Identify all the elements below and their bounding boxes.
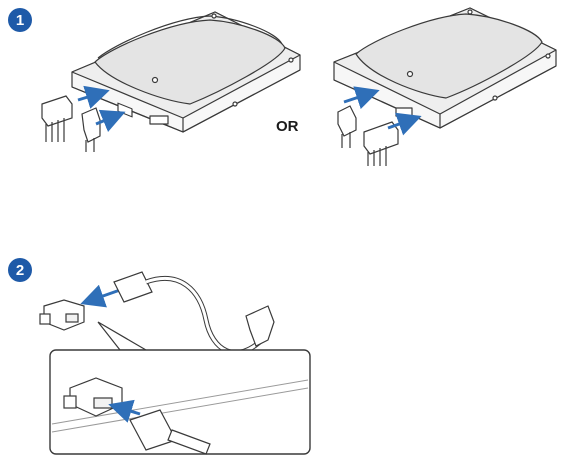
insert-arrow-icon xyxy=(343,86,380,110)
sata-data-connector-icon xyxy=(81,107,101,152)
sata-cable-icon xyxy=(113,271,275,355)
insert-arrow-icon xyxy=(77,85,110,109)
insert-arrow-icon xyxy=(387,112,422,136)
sata-data-connector-icon xyxy=(337,105,357,148)
callout-pointer xyxy=(97,321,149,351)
hard-drive-icon xyxy=(71,11,301,133)
insert-arrow-icon xyxy=(80,284,121,308)
step-1-number: 1 xyxy=(15,11,25,29)
step-1-badge: 1 xyxy=(8,8,32,32)
step-2-number: 2 xyxy=(15,261,25,279)
step-2-badge: 2 xyxy=(8,258,32,282)
sata-cable-icon xyxy=(129,409,211,455)
insert-arrow-icon xyxy=(108,399,141,423)
or-label: OR xyxy=(276,118,299,135)
insert-arrow-icon xyxy=(95,109,126,132)
sata-power-connector-icon xyxy=(363,121,399,166)
hard-drive-icon xyxy=(333,7,557,129)
sata-power-connector-icon xyxy=(41,95,73,142)
sata-port-icon xyxy=(39,299,85,331)
